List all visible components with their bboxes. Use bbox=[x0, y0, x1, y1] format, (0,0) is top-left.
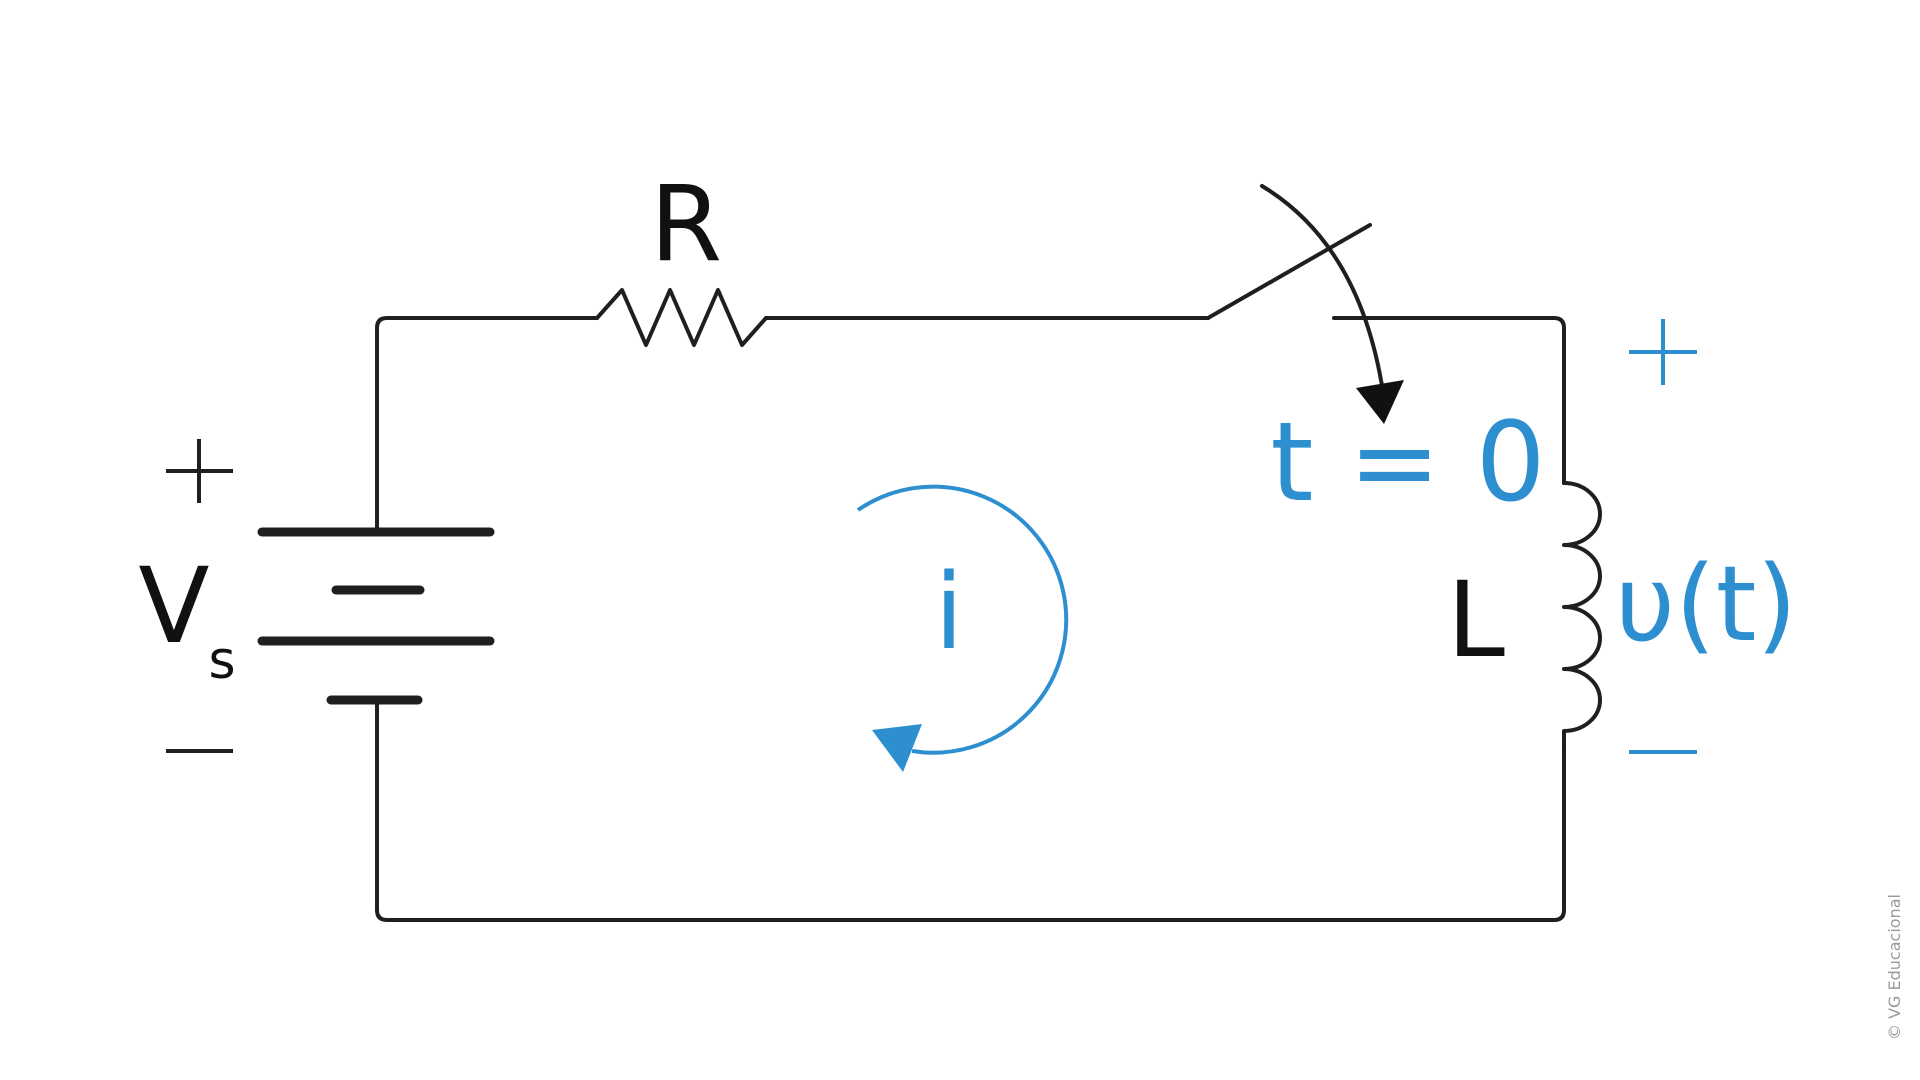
resistor-symbol bbox=[595, 288, 768, 347]
credit-text: © VG Educacional bbox=[1885, 894, 1904, 1040]
switch-time-label: t = 0 bbox=[1270, 398, 1545, 526]
wire-right-bottom bbox=[375, 701, 1566, 922]
current-label: i bbox=[935, 551, 964, 673]
source-label: V bbox=[138, 545, 209, 667]
inductor-label: L bbox=[1447, 559, 1505, 681]
wire-switch-to-inductor bbox=[1332, 316, 1566, 485]
current-loop-arrowhead bbox=[872, 724, 922, 772]
voltage-label: υ(t) bbox=[1615, 543, 1797, 665]
switch-blade bbox=[1206, 223, 1372, 320]
inductor-coil bbox=[1562, 481, 1602, 749]
resistor-label: R bbox=[650, 163, 722, 285]
switch-arrow-arc bbox=[1260, 184, 1385, 394]
wire-left-top bbox=[375, 316, 599, 534]
switch-arrow-head bbox=[1356, 380, 1404, 424]
current-loop-arc bbox=[856, 484, 1069, 755]
source-subscript: s bbox=[208, 631, 235, 691]
